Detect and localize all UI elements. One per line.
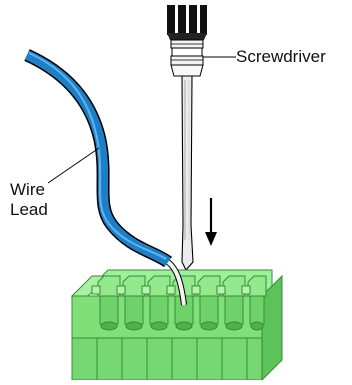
screwdriver-handle xyxy=(167,5,207,40)
terminal-post xyxy=(147,275,171,331)
terminal-post xyxy=(197,275,221,331)
screwdriver-label: Screwdriver xyxy=(236,47,326,66)
wire-lead-label: Wire Lead xyxy=(10,180,48,219)
wire-label-line2: Lead xyxy=(10,199,48,219)
wire-lead-icon xyxy=(24,49,187,306)
terminal-separators xyxy=(96,338,248,380)
terminal-clip-tabs xyxy=(91,285,251,295)
terminal-post xyxy=(247,275,267,331)
terminal-post xyxy=(122,275,146,331)
wire-label-line1: Wire xyxy=(10,180,45,199)
terminal-post xyxy=(97,275,121,331)
screwdriver-shaft xyxy=(181,75,194,271)
wire-leader-line xyxy=(47,147,100,184)
screwdriver-icon xyxy=(167,5,236,271)
terminal-post xyxy=(222,275,246,331)
down-arrow-icon xyxy=(205,198,217,246)
terminal-block-icon xyxy=(70,269,283,382)
screwdriver-ferrule xyxy=(170,39,204,77)
